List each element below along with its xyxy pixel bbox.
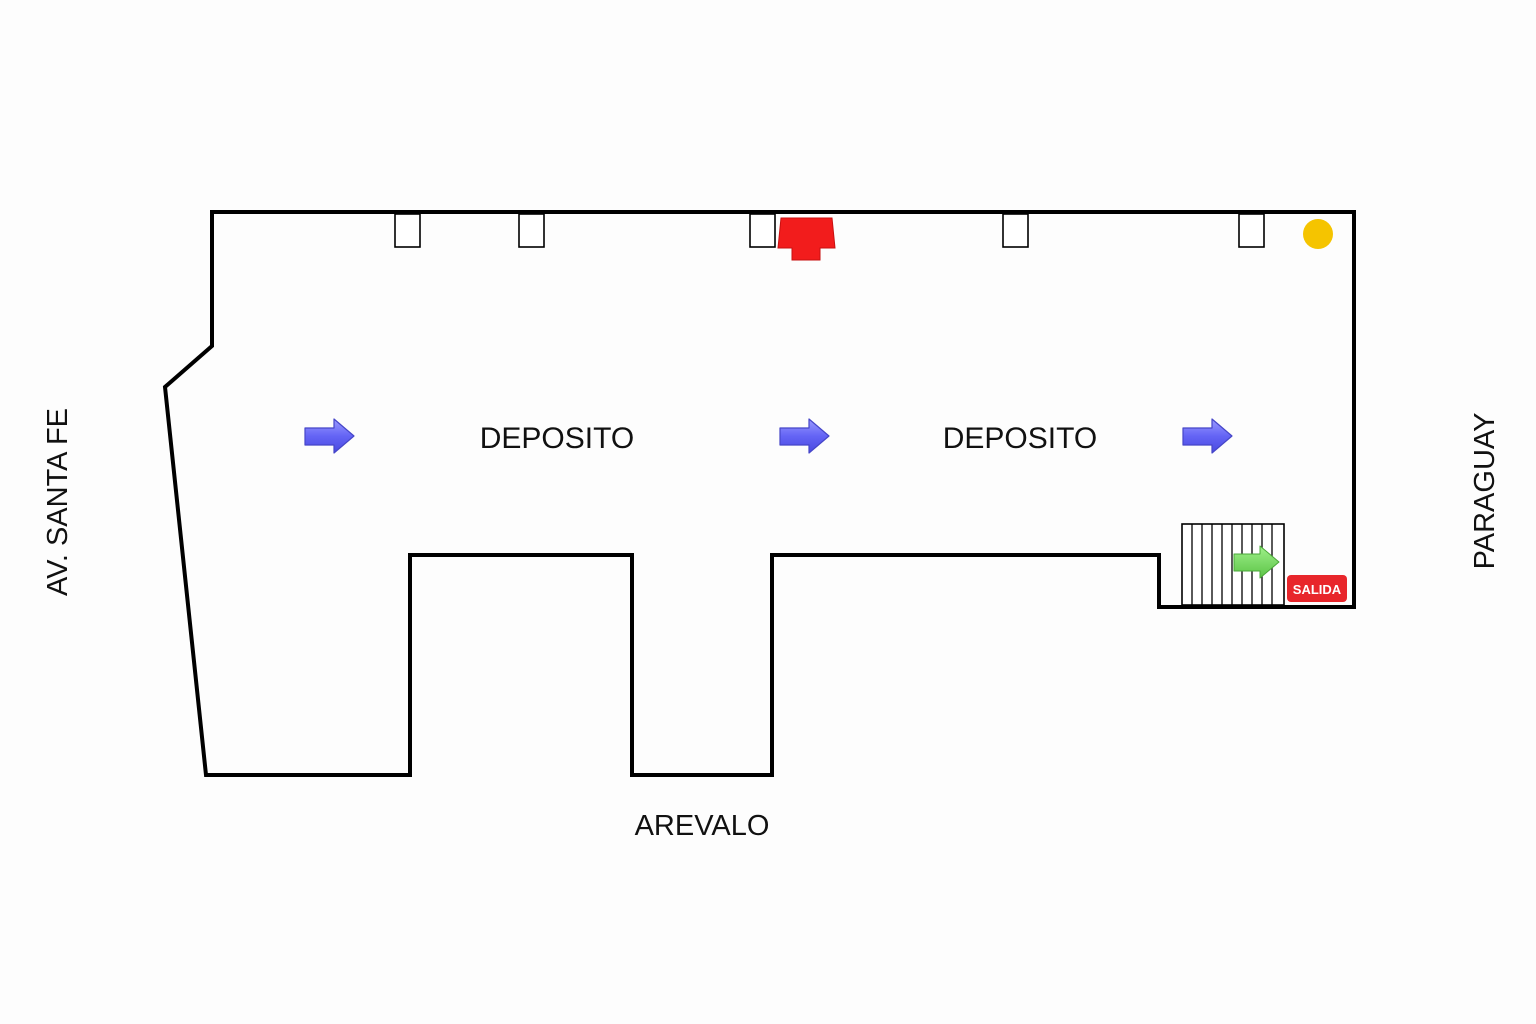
arrow-right-icon: [1182, 418, 1233, 454]
exit-sign-label: SALIDA: [1293, 582, 1342, 597]
column: [1238, 213, 1265, 248]
fire-extinguisher-icon: [777, 217, 836, 261]
yellow-dot-icon: [1303, 219, 1333, 249]
arrow-right-icon: [779, 418, 830, 454]
column: [518, 213, 545, 248]
street-label-arevalo: AREVALO: [635, 810, 770, 842]
column: [1002, 213, 1029, 248]
building-outline: [162, 210, 1356, 777]
column: [394, 213, 421, 248]
exit-sign: SALIDA: [1287, 575, 1347, 602]
street-label-av-santa-fe: AV. SANTA FE: [42, 408, 74, 596]
arrow-right-icon: [304, 418, 355, 454]
column: [749, 213, 776, 248]
arrow-right-icon: [1233, 545, 1280, 579]
room-label-deposito-2: DEPOSITO: [943, 422, 1097, 455]
room-label-deposito-1: DEPOSITO: [480, 422, 634, 455]
street-label-paraguay: PARAGUAY: [1469, 413, 1501, 570]
